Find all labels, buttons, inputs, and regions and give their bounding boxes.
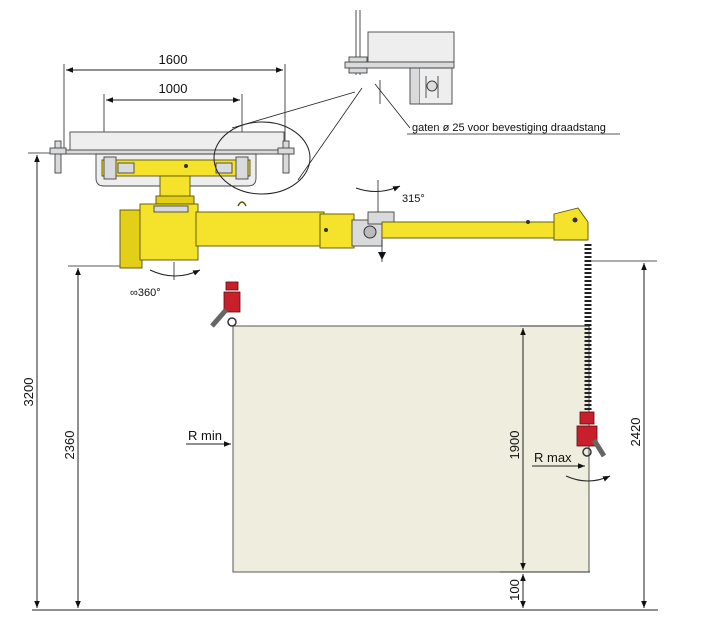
dimension-2360: 2360 — [62, 268, 81, 608]
svg-text:1000: 1000 — [159, 81, 188, 96]
svg-text:R max: R max — [534, 450, 572, 465]
column — [155, 175, 195, 205]
detail-leader-2 — [297, 87, 363, 181]
dimension-1000: 1000 — [103, 81, 243, 132]
svg-text:2360: 2360 — [62, 431, 77, 460]
rotation-315: 315° — [355, 180, 425, 212]
ceiling-mount — [49, 131, 295, 187]
hook-rmax — [565, 411, 611, 482]
svg-text:∞360°: ∞360° — [130, 287, 161, 299]
svg-text:2420: 2420 — [628, 418, 643, 447]
dimension-2420: 2420 — [628, 263, 647, 608]
dimension-100: 100 — [507, 574, 526, 608]
hook-rmin — [210, 281, 241, 328]
work-area — [232, 325, 590, 573]
holes-note: gaten ø 25 voor bevestiging draadstang — [374, 83, 620, 135]
r-min-label: R min — [186, 428, 231, 447]
detail-view — [344, 10, 455, 105]
dimension-1900: 1900 — [507, 328, 526, 570]
main-arm — [119, 201, 383, 269]
detail-leader-1 — [231, 91, 356, 129]
svg-text:1900: 1900 — [507, 431, 522, 460]
r-max-label: R max — [532, 450, 585, 469]
svg-text:gaten ø 25 voor bevestiging dr: gaten ø 25 voor bevestiging draadstang — [412, 122, 606, 134]
detail-callout-circle — [213, 121, 311, 195]
svg-text:315°: 315° — [402, 193, 425, 205]
secondary-arm — [367, 207, 589, 262]
svg-text:3200: 3200 — [21, 378, 36, 407]
dimension-3200: 3200 — [21, 155, 40, 608]
svg-text:1600: 1600 — [159, 52, 188, 67]
rotation-360: ∞360° — [130, 262, 201, 299]
svg-text:100: 100 — [507, 579, 522, 601]
svg-text:R min: R min — [188, 428, 222, 443]
dimension-1600: 1600 — [63, 52, 286, 150]
